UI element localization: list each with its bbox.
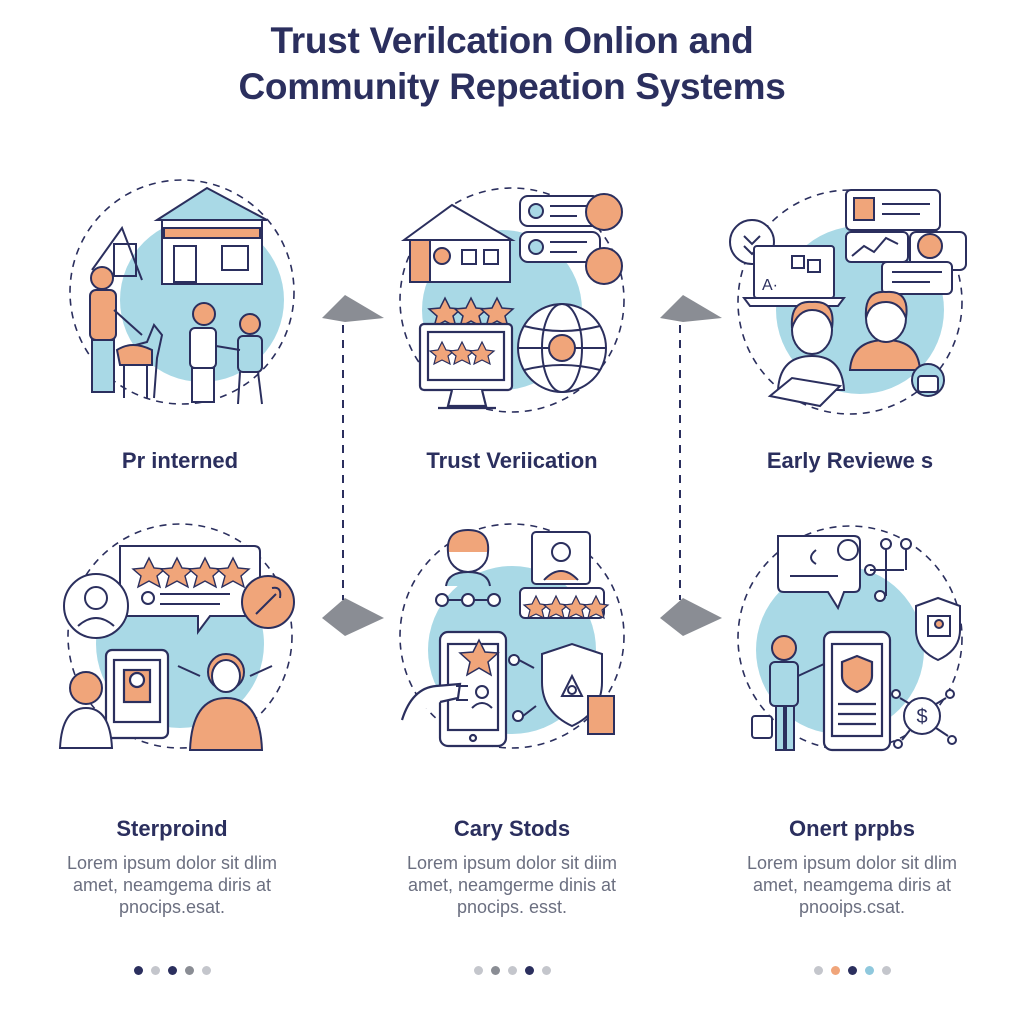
website-rating-globe-icon	[399, 187, 625, 413]
panel-early-reviews: A·	[720, 160, 980, 420]
arrow-right-icon	[660, 295, 722, 322]
page-title: Trust Verilcation Onlion and Community R…	[0, 18, 1024, 110]
description-line: pnocips. esst.	[456, 897, 568, 917]
description-line: Lorem ipsum dolor sit dlim	[66, 853, 278, 873]
panel-sterproind	[50, 520, 310, 780]
pagination-dot[interactable]	[150, 966, 160, 975]
caption-panel-4: Sterproind	[116, 816, 228, 841]
pagination-dots-1	[112, 966, 232, 978]
description-line: Lorem ipsum dolor sit diim	[406, 853, 618, 873]
pagination-dot[interactable]	[201, 966, 211, 975]
description-line: amet, neamgema diris at	[72, 875, 272, 895]
description-panel-6: Lorem ipsum dolor sit dlim amet, neamgem…	[702, 852, 1002, 918]
mobile-rating-shield-icon	[399, 523, 625, 749]
pagination-dot[interactable]	[864, 966, 874, 975]
description-line: amet, neamgerme dinis at	[407, 875, 617, 895]
arrow-right-icon	[322, 295, 384, 322]
secure-mobile-payment-icon: $	[737, 525, 963, 752]
description-line: pnocips.esat.	[118, 897, 226, 917]
svg-text:A·: A·	[762, 277, 778, 294]
pagination-dot[interactable]	[184, 966, 194, 975]
title-line-2: Community Repeation Systems	[238, 66, 786, 107]
pagination-dot[interactable]	[881, 966, 891, 975]
pagination-dot[interactable]	[167, 966, 177, 975]
pagination-dot[interactable]	[473, 966, 483, 975]
pagination-dot[interactable]	[830, 966, 840, 975]
village-trade-icon	[69, 179, 295, 405]
panel-cary-stods	[382, 520, 642, 780]
panel-trust-verification	[382, 160, 642, 420]
description-line: amet, neamgema diris at	[752, 875, 952, 895]
svg-text:$: $	[916, 706, 927, 728]
caption-panel-1: Pr interned	[121, 448, 239, 473]
profile-rating-chat-icon	[58, 523, 295, 751]
pagination-dot[interactable]	[507, 966, 517, 975]
pagination-dot[interactable]	[490, 966, 500, 975]
caption-panel-3: Early Reviewe s	[766, 448, 934, 473]
video-call-review-icon: A·	[729, 189, 967, 415]
panel-onert-prpbs: $	[720, 520, 980, 780]
pagination-dot[interactable]	[133, 966, 143, 975]
pagination-dots-3	[792, 966, 912, 978]
arrow-right-icon	[660, 598, 722, 636]
caption-panel-5: Cary Stods	[453, 816, 571, 841]
caption-panel-2: Trust Veriication	[426, 448, 598, 473]
pagination-dots-2	[452, 966, 572, 978]
caption-panel-6: Onert prpbs	[789, 816, 915, 841]
pagination-dot[interactable]	[847, 966, 857, 975]
pagination-dot[interactable]	[813, 966, 823, 975]
pagination-dot[interactable]	[541, 966, 551, 975]
arrow-right-icon	[322, 598, 384, 636]
title-line-1: Trust Verilcation Onlion and	[270, 20, 754, 61]
description-panel-4: Lorem ipsum dolor sit dlim amet, neamgem…	[22, 852, 322, 918]
description-line: pnooips.csat.	[798, 897, 906, 917]
panel-community	[52, 160, 312, 420]
description-panel-5: Lorem ipsum dolor sit diim amet, neamger…	[362, 852, 662, 918]
pagination-dot[interactable]	[524, 966, 534, 975]
description-line: Lorem ipsum dolor sit dlim	[746, 853, 958, 873]
